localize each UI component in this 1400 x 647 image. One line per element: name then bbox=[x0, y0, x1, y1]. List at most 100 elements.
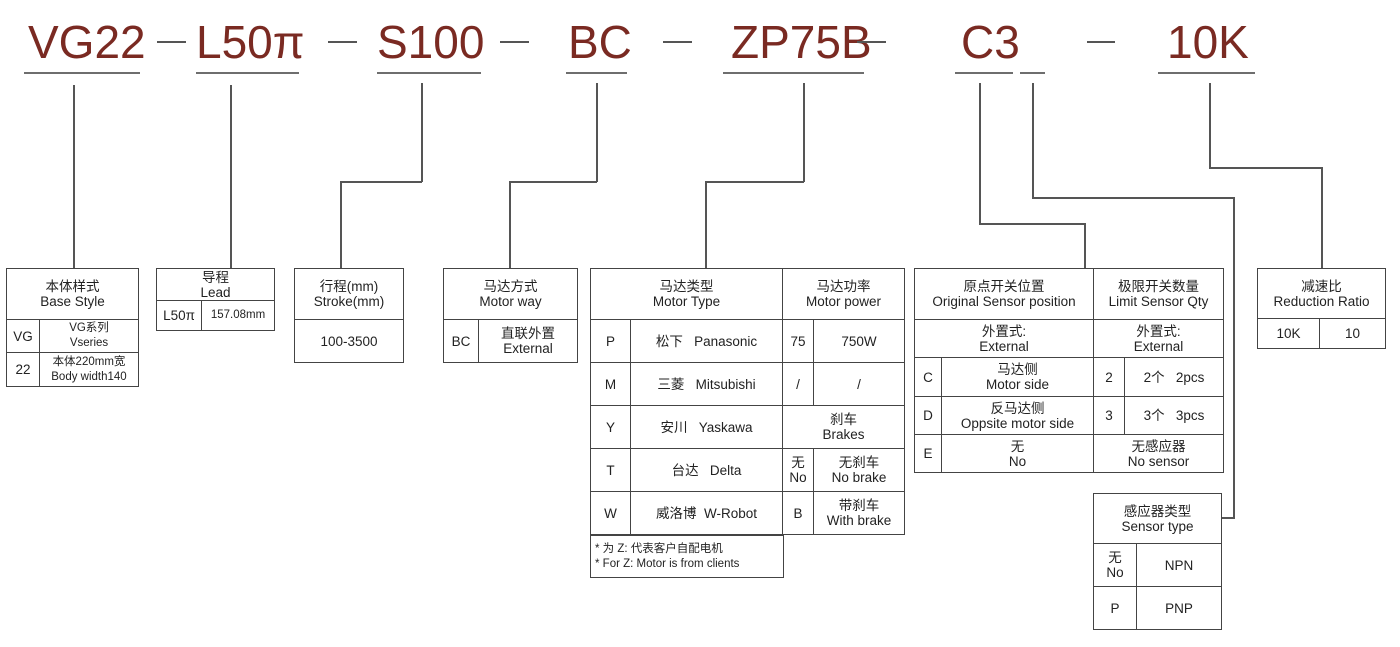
code-underline bbox=[955, 72, 1013, 74]
code-underline bbox=[1158, 72, 1255, 74]
stroke-table: 行程(mm) Stroke(mm) 100-3500 bbox=[294, 268, 404, 363]
limit-sensor-sub: 外置式: External bbox=[1093, 319, 1224, 358]
code-motor: ZP75B bbox=[731, 16, 872, 68]
limit-sensor-header: 极限开关数量 Limit Sensor Qty bbox=[1093, 268, 1224, 320]
motor-power-value: / bbox=[813, 362, 905, 406]
original-sensor-desc: 马达侧 Motor side bbox=[941, 357, 1094, 397]
separator-dash bbox=[328, 41, 357, 43]
connector-line bbox=[803, 83, 805, 182]
stroke-header: 行程(mm) Stroke(mm) bbox=[294, 268, 404, 320]
connector-line bbox=[421, 83, 423, 182]
code-underline-sensor-type bbox=[1020, 72, 1045, 74]
code-base: VG22 bbox=[28, 16, 146, 68]
separator-dash bbox=[500, 41, 529, 43]
limit-sensor-value: 2个 2pcs bbox=[1124, 357, 1224, 397]
separator-dash bbox=[157, 41, 186, 43]
motor-type-code: T bbox=[590, 448, 631, 492]
brake-desc: 无刹车 No brake bbox=[813, 448, 905, 492]
connector-line bbox=[705, 181, 804, 183]
connector-line bbox=[979, 83, 981, 224]
motor-way-desc: 直联外置 External bbox=[478, 319, 578, 363]
motor-note-cn: * 为 Z: 代表客户自配电机 bbox=[595, 542, 723, 555]
base-style-code: 22 bbox=[6, 352, 40, 387]
base-style-code: VG bbox=[6, 319, 40, 353]
connector-line bbox=[1209, 83, 1211, 168]
connector-line bbox=[1321, 167, 1323, 269]
brakes-header: 刹车 Brakes bbox=[782, 405, 905, 449]
connector-line bbox=[340, 181, 422, 183]
sensor-type-value: NPN bbox=[1136, 543, 1222, 587]
connector-line bbox=[705, 181, 707, 269]
connector-line bbox=[230, 85, 232, 269]
sensor-table: 原点开关位置 Original Sensor position 极限开关数量 L… bbox=[914, 268, 1224, 473]
original-sensor-code: D bbox=[914, 396, 942, 435]
code-underline bbox=[566, 72, 627, 74]
base-style-table: 本体样式 Base Style VG VG系列 Vseries 22 本体220… bbox=[6, 268, 139, 387]
reduction-ratio-code: 10K bbox=[1257, 318, 1320, 349]
stroke-value: 100-3500 bbox=[294, 319, 404, 363]
code-lead: L50π bbox=[196, 16, 305, 68]
motor-type-name: 台达 Delta bbox=[630, 448, 783, 492]
base-style-desc: VG系列 Vseries bbox=[39, 319, 139, 353]
sensor-type-code: P bbox=[1093, 586, 1137, 630]
brake-desc: 带刹车 With brake bbox=[813, 491, 905, 535]
connector-line bbox=[1221, 517, 1235, 519]
lead-table: 导程 Lead L50π 157.08mm bbox=[156, 268, 275, 331]
connector-line bbox=[509, 181, 511, 269]
code-sensor: C3 bbox=[961, 16, 1020, 68]
motor-type-name: 三菱 Mitsubishi bbox=[630, 362, 783, 406]
reduction-ratio-table: 减速比 Reduction Ratio 10K 10 bbox=[1257, 268, 1386, 349]
separator-dash bbox=[1087, 41, 1115, 43]
brake-code: B bbox=[782, 491, 814, 535]
sensor-type-header: 感应器类型 Sensor type bbox=[1093, 493, 1222, 544]
sensor-type-code: 无 No bbox=[1093, 543, 1137, 587]
motor-way-code: BC bbox=[443, 319, 479, 363]
connector-line bbox=[73, 85, 75, 269]
connector-line bbox=[1233, 197, 1235, 518]
motor-power-code: 75 bbox=[782, 319, 814, 363]
code-motor-way: BC bbox=[568, 16, 632, 68]
connector-line bbox=[1084, 223, 1086, 269]
original-sensor-code: C bbox=[914, 357, 942, 397]
connector-line bbox=[1209, 167, 1323, 169]
lead-header: 导程 Lead bbox=[156, 268, 275, 301]
connector-line bbox=[1032, 197, 1235, 199]
base-style-header: 本体样式 Base Style bbox=[6, 268, 139, 320]
motor-type-code: P bbox=[590, 319, 631, 363]
motor-type-name: 安川 Yaskawa bbox=[630, 405, 783, 449]
reduction-ratio-header: 减速比 Reduction Ratio bbox=[1257, 268, 1386, 319]
motor-type-header: 马达类型 Motor Type bbox=[590, 268, 783, 320]
lead-value: 157.08mm bbox=[201, 300, 275, 331]
limit-sensor-value: 3个 3pcs bbox=[1124, 396, 1224, 435]
limit-sensor-code: 3 bbox=[1093, 396, 1125, 435]
motor-note-en: * For Z: Motor is from clients bbox=[595, 557, 740, 570]
motor-type-table: 马达类型 Motor Type 马达功率 Motor power P 松下 Pa… bbox=[590, 268, 905, 535]
motor-type-name: 松下 Panasonic bbox=[630, 319, 783, 363]
original-sensor-code: E bbox=[914, 434, 942, 473]
motor-type-name: 威洛博 W-Robot bbox=[630, 491, 783, 535]
reduction-ratio-value: 10 bbox=[1319, 318, 1386, 349]
connector-line bbox=[979, 223, 1085, 225]
code-underline bbox=[196, 72, 299, 74]
code-ratio: 10K bbox=[1167, 16, 1249, 68]
motor-power-value: 750W bbox=[813, 319, 905, 363]
motor-way-header: 马达方式 Motor way bbox=[443, 268, 578, 320]
original-sensor-desc: 反马达侧 Oppsite motor side bbox=[941, 396, 1094, 435]
connector-line bbox=[340, 181, 342, 269]
motor-way-table: 马达方式 Motor way BC 直联外置 External bbox=[443, 268, 578, 363]
limit-sensor-none: 无感应器 No sensor bbox=[1093, 434, 1224, 473]
original-sensor-header: 原点开关位置 Original Sensor position bbox=[914, 268, 1094, 320]
sensor-type-table: 感应器类型 Sensor type 无 No NPN P PNP bbox=[1093, 493, 1222, 630]
code-underline bbox=[723, 72, 864, 74]
original-sensor-sub: 外置式: External bbox=[914, 319, 1094, 358]
code-stroke: S100 bbox=[377, 16, 485, 68]
separator-dash bbox=[857, 41, 886, 43]
base-style-desc: 本体220mm宽 Body width140 bbox=[39, 352, 139, 387]
sensor-type-value: PNP bbox=[1136, 586, 1222, 630]
motor-type-code: M bbox=[590, 362, 631, 406]
motor-note: * 为 Z: 代表客户自配电机 * For Z: Motor is from c… bbox=[590, 535, 784, 578]
limit-sensor-code: 2 bbox=[1093, 357, 1125, 397]
separator-dash bbox=[663, 41, 692, 43]
code-underline bbox=[377, 72, 481, 74]
motor-power-header: 马达功率 Motor power bbox=[782, 268, 905, 320]
